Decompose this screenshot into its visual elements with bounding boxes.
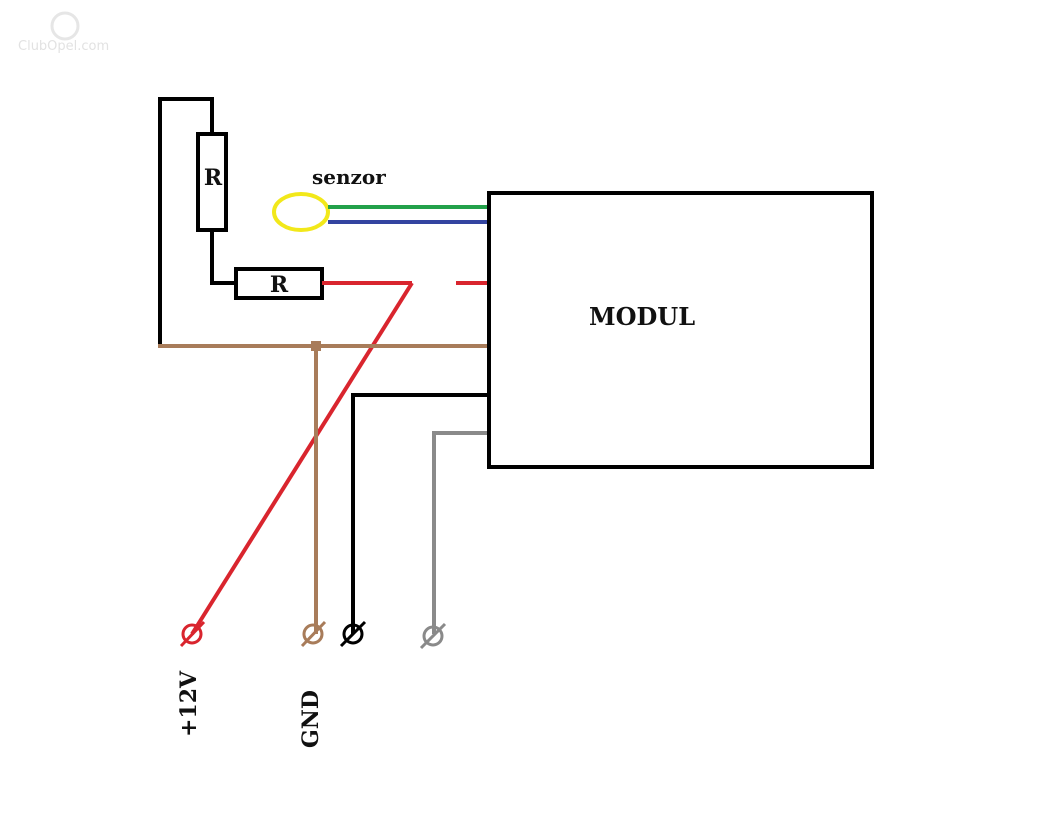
wire-red-diagonal: [190, 281, 414, 636]
watermark-text: ClubOpel.com: [18, 39, 109, 54]
module-box: [487, 191, 874, 469]
watermark-logo-icon: [50, 11, 80, 41]
sensor-label: senzor: [312, 165, 386, 189]
resistor-top-label: R: [204, 165, 223, 191]
terminal-plus12v-label: +12V: [176, 670, 202, 737]
module-label: MODUL: [589, 302, 695, 331]
terminal-gray: [419, 622, 447, 650]
sensor-coil: [272, 192, 330, 232]
terminal-gnd: [300, 620, 327, 648]
watermark-logo: ClubOpel.com: [18, 11, 109, 54]
terminal-gnd-label: GND: [298, 690, 324, 748]
wire-black-loop: [158, 97, 214, 346]
wire-black-module: [351, 393, 490, 634]
wire-gray-module: [432, 431, 490, 634]
terminal-plus12v: [179, 620, 206, 648]
brown-junction: [311, 341, 321, 351]
wire-resistor-link: [210, 230, 236, 285]
resistor-bottom-label: R: [270, 272, 289, 298]
terminal-black: [339, 620, 367, 648]
